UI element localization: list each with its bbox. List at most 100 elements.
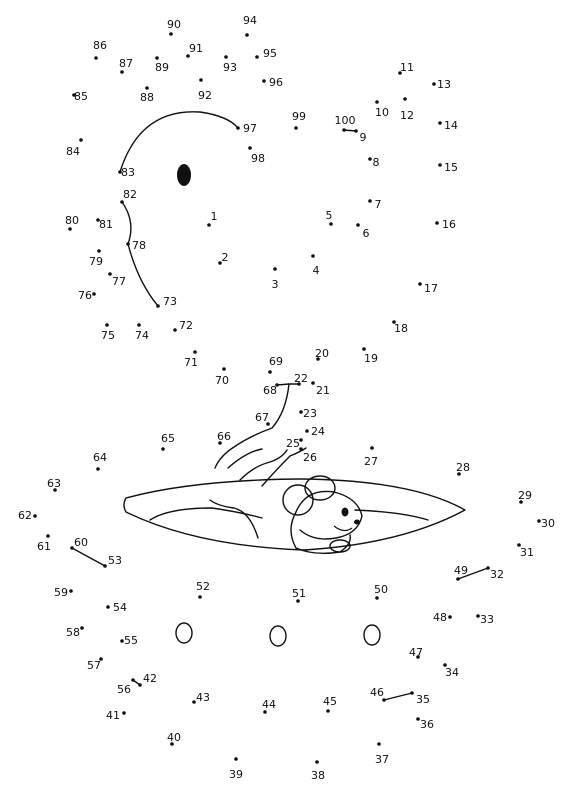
dot-marker[interactable] (268, 370, 272, 374)
dot-marker[interactable] (92, 292, 96, 296)
dot-marker[interactable] (410, 691, 414, 695)
dot-marker[interactable] (131, 678, 135, 682)
dot-24[interactable]: 24 (305, 425, 325, 438)
dot-marker[interactable] (311, 254, 315, 258)
dot-marker[interactable] (120, 200, 124, 204)
dot-28[interactable]: 28 (456, 461, 470, 476)
dot-63[interactable]: 63 (47, 477, 61, 492)
dot-48[interactable]: 48 (433, 611, 452, 624)
dot-86[interactable]: 86 (93, 39, 107, 60)
dot-marker[interactable] (224, 55, 228, 59)
dot-marker[interactable] (173, 328, 177, 332)
dot-marker[interactable] (198, 595, 202, 599)
dot-marker[interactable] (138, 683, 142, 687)
dot-marker[interactable] (457, 472, 461, 476)
dot-39[interactable]: 39 (229, 757, 243, 781)
dot-marker[interactable] (315, 760, 319, 764)
dot-93[interactable]: 93 (223, 55, 237, 74)
dot-40[interactable]: 40 (167, 731, 181, 746)
dot-61[interactable]: 61 (37, 534, 51, 553)
dot-81[interactable]: 81 (96, 218, 113, 231)
dot-marker[interactable] (418, 282, 422, 286)
dot-marker[interactable] (316, 357, 320, 361)
dot-95[interactable]: 95 (255, 47, 277, 60)
dot-18[interactable]: 18 (392, 320, 408, 335)
dot-marker[interactable] (118, 170, 122, 174)
dot-62[interactable]: 62 (18, 509, 37, 522)
dot-41[interactable]: 41 (106, 709, 126, 722)
dot-69[interactable]: 69 (268, 355, 283, 374)
dot-marker[interactable] (193, 350, 197, 354)
dot-marker[interactable] (266, 422, 270, 426)
dot-1[interactable]: 1 (207, 210, 218, 227)
dot-70[interactable]: 70 (215, 367, 229, 387)
dot-marker[interactable] (448, 615, 452, 619)
dot-marker[interactable] (72, 93, 76, 97)
dot-20[interactable]: 20 (315, 347, 329, 361)
dot-marker[interactable] (79, 138, 83, 142)
dot-50[interactable]: 50 (374, 583, 388, 600)
dot-78[interactable]: 78 (126, 239, 146, 252)
dot-marker[interactable] (438, 121, 442, 125)
dot-47[interactable]: 47 (409, 646, 423, 659)
dot-84[interactable]: 84 (66, 138, 83, 158)
dot-marker[interactable] (255, 55, 259, 59)
dot-3[interactable]: 3 (272, 267, 279, 291)
dot-72[interactable]: 72 (173, 319, 193, 332)
dot-marker[interactable] (375, 596, 379, 600)
dot-55[interactable]: 55 (120, 634, 138, 647)
dot-82[interactable]: 82 (120, 188, 137, 204)
dot-marker[interactable] (236, 126, 240, 130)
dot-76[interactable]: 76 (78, 289, 96, 302)
dot-marker[interactable] (368, 157, 372, 161)
dot-marker[interactable] (354, 129, 358, 133)
dot-42[interactable]: 42 (138, 672, 157, 687)
dot-marker[interactable] (122, 711, 126, 715)
dot-79[interactable]: 79 (89, 249, 103, 268)
dot-marker[interactable] (33, 514, 37, 518)
dot-marker[interactable] (537, 519, 541, 523)
dot-marker[interactable] (370, 446, 374, 450)
dot-marker[interactable] (392, 320, 396, 324)
dot-marker[interactable] (356, 223, 360, 227)
dot-marker[interactable] (375, 100, 379, 104)
dot-13[interactable]: 13 (432, 78, 451, 91)
dot-marker[interactable] (377, 742, 381, 746)
dot-marker[interactable] (262, 79, 266, 83)
dot-46[interactable]: 46 (370, 686, 386, 702)
dot-66[interactable]: 66 (217, 430, 231, 445)
dot-marker[interactable] (156, 304, 160, 308)
dot-75[interactable]: 75 (101, 323, 115, 342)
dot-29[interactable]: 29 (518, 489, 532, 504)
dot-38[interactable]: 38 (311, 760, 325, 782)
dot-21[interactable]: 21 (311, 381, 330, 397)
dot-7[interactable]: 7 (368, 198, 382, 211)
dot-marker[interactable] (218, 261, 222, 265)
dot-marker[interactable] (311, 381, 315, 385)
dot-77[interactable]: 77 (108, 272, 126, 288)
dot-19[interactable]: 19 (362, 347, 378, 365)
dot-marker[interactable] (517, 543, 521, 547)
dot-marker[interactable] (294, 126, 298, 130)
dot-marker[interactable] (403, 97, 407, 101)
dot-marker[interactable] (169, 32, 173, 36)
dot-marker[interactable] (69, 589, 73, 593)
dot-marker[interactable] (199, 78, 203, 82)
dot-marker[interactable] (435, 221, 439, 225)
dot-49[interactable]: 49 (454, 564, 468, 581)
dot-51[interactable]: 51 (292, 587, 306, 603)
dot-56[interactable]: 56 (117, 678, 135, 696)
dot-marker[interactable] (234, 757, 238, 761)
dot-54[interactable]: 54 (106, 601, 127, 614)
dot-64[interactable]: 64 (93, 451, 107, 471)
dot-74[interactable]: 74 (135, 323, 149, 342)
dot-17[interactable]: 17 (418, 282, 438, 295)
dot-marker[interactable] (222, 367, 226, 371)
dot-marker[interactable] (155, 56, 159, 60)
dot-marker[interactable] (46, 534, 50, 538)
dot-15[interactable]: 15 (438, 161, 458, 174)
dot-98[interactable]: 98 (248, 146, 265, 165)
dot-marker[interactable] (97, 249, 101, 253)
dot-85[interactable]: 85 (72, 90, 88, 103)
dot-marker[interactable] (416, 717, 420, 721)
